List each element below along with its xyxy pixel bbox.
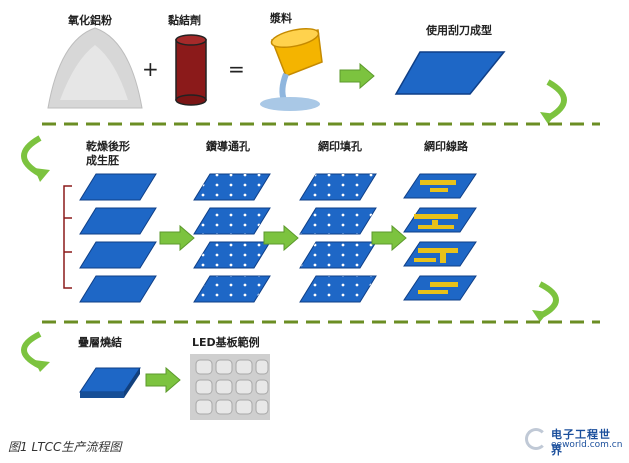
eeworld-watermark: 电子工程世界 eeworld.com.cn bbox=[525, 426, 623, 457]
led-substrate-photo bbox=[190, 354, 270, 420]
alumina-powder-image bbox=[47, 27, 143, 109]
label-print-lines: 網印線路 bbox=[424, 139, 469, 153]
green-sheet-stack bbox=[79, 173, 157, 303]
plus-sign: + bbox=[142, 57, 159, 81]
arrow-to-print-lines bbox=[371, 225, 407, 251]
label-slurry: 漿料 bbox=[269, 11, 292, 25]
arrow-to-led-example bbox=[145, 367, 181, 393]
via-filled-stack bbox=[299, 173, 377, 303]
equals-sign: = bbox=[228, 57, 245, 81]
printed-line-stack bbox=[403, 173, 477, 301]
label-via-punch: 鑽導通孔 bbox=[206, 139, 250, 153]
label-via-fill: 網印填孔 bbox=[318, 139, 362, 153]
tape-cast-sheet bbox=[394, 51, 506, 95]
label-dry-green-2: 成生胚 bbox=[86, 153, 119, 167]
label-dry-green-1: 乾燥後形 bbox=[86, 139, 130, 153]
figure-caption: 图1 LTCC生产流程图 bbox=[8, 440, 122, 454]
label-alumina-powder: 氧化鋁粉 bbox=[67, 13, 112, 27]
watermark-name: 电子工程世界 bbox=[551, 428, 611, 457]
fired-laminate-block bbox=[79, 367, 141, 398]
arrow-to-tape-casting bbox=[339, 63, 375, 89]
binder-cylinder-image bbox=[175, 34, 207, 106]
eeworld-logo-icon bbox=[525, 428, 547, 450]
label-led-example: LED基板範例 bbox=[192, 335, 260, 349]
arrow-to-via-fill bbox=[263, 225, 299, 251]
curved-arrow-left-bottom bbox=[21, 331, 42, 369]
label-laminate-fire: 疊層燒結 bbox=[78, 335, 122, 349]
slurry-bucket-image bbox=[260, 27, 323, 111]
stack-bracket bbox=[63, 185, 72, 289]
label-binder: 黏結劑 bbox=[168, 13, 201, 27]
curved-arrow-right-bottom bbox=[538, 281, 559, 319]
label-tape-casting: 使用刮刀成型 bbox=[425, 23, 492, 37]
arrow-to-via-punch bbox=[159, 225, 195, 251]
via-punched-stack bbox=[193, 173, 271, 303]
curved-arrow-right-top bbox=[546, 79, 567, 121]
watermark-url: eeworld.com.cn bbox=[551, 440, 623, 450]
